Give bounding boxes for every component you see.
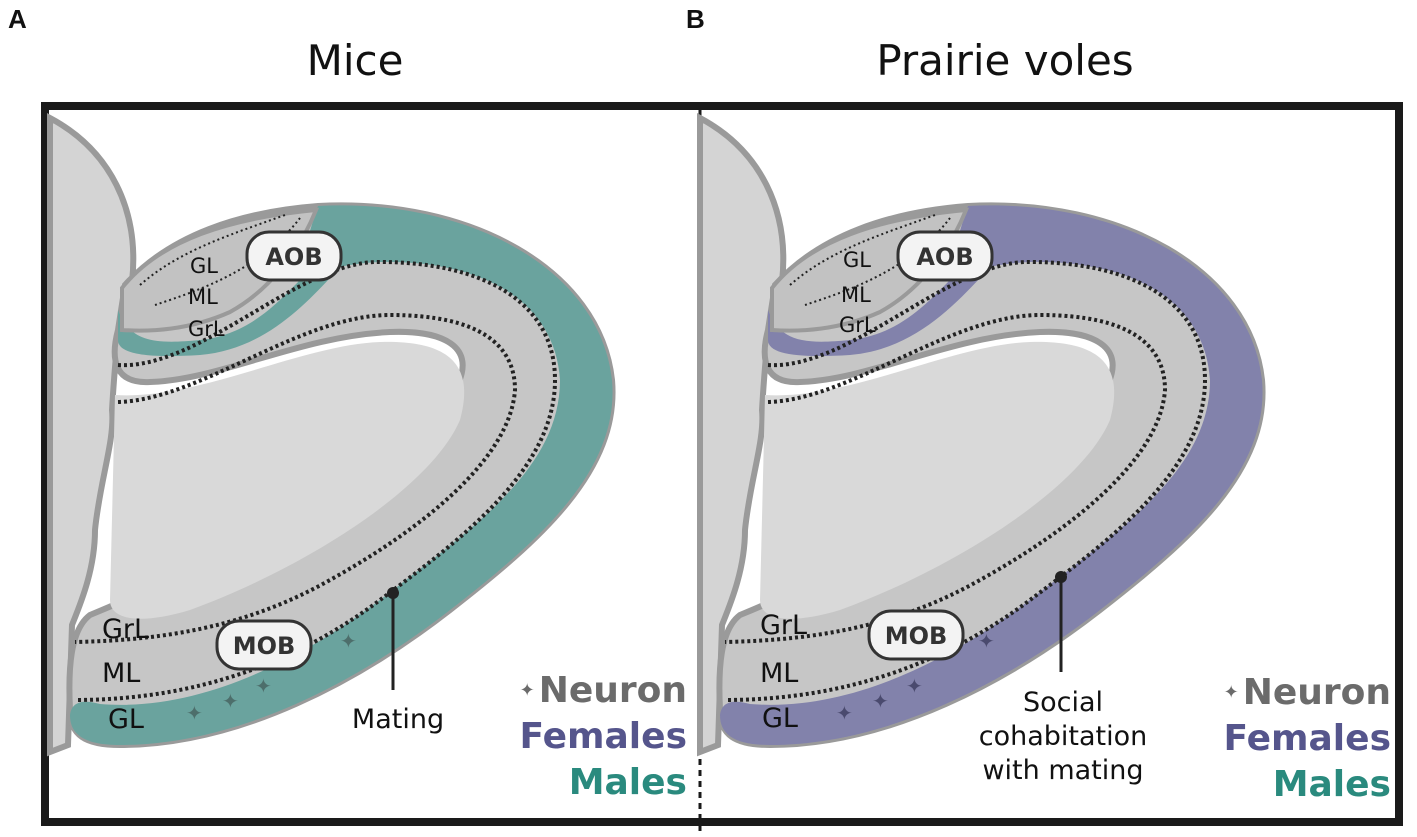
neuron-icon: ✦ — [978, 631, 995, 653]
outer-frame — [41, 102, 1403, 826]
callout-line: with mating — [982, 755, 1144, 786]
panel-a-bulb: ✦ ✦ ✦ ✦ GL ML GrL GrL ML GL AOB MOB — [47, 112, 616, 757]
panel-title-a: Mice — [306, 36, 404, 85]
panel-letter-b: B — [686, 4, 705, 34]
neuron-icon: ✦ — [255, 676, 272, 698]
mob-layer-ml: ML — [760, 658, 798, 689]
neuron-icon: ✦ — [340, 631, 357, 653]
legend-neuron: ✦Neuron — [519, 668, 687, 714]
aob-label: AOB — [916, 243, 973, 271]
legend-neuron: ✦Neuron — [1223, 670, 1391, 716]
legend-a: ✦Neuron Females Males — [519, 668, 687, 806]
neuron-icon: ✦ — [906, 676, 923, 698]
legend-males: Males — [568, 762, 687, 803]
callout-line: Social — [1022, 687, 1104, 718]
legend-neuron-label: Neuron — [538, 670, 687, 711]
legend-b: ✦Neuron Females Males — [1223, 670, 1391, 808]
aob-layer-gl: GL — [843, 248, 871, 272]
mob-layer-gl: GL — [108, 704, 144, 735]
mob-layer-gl: GL — [762, 703, 798, 734]
neuron-icon: ✦ — [222, 691, 239, 713]
callout-line: cohabitation — [978, 721, 1148, 752]
callout-social-cohabitation: Social cohabitation with mating — [958, 686, 1168, 788]
aob-layer-grl: GrL — [188, 317, 225, 341]
mob-label: MOB — [885, 622, 948, 650]
four-point-star-icon: ✦ — [1223, 682, 1239, 703]
aob-layer-ml: ML — [841, 283, 871, 307]
panel-b-bulb: ✦ ✦ ✦ ✦ GL ML GrL GrL ML GL AOB MOB — [697, 112, 1266, 757]
aob-layer-grl: GrL — [839, 313, 876, 337]
legend-females: Females — [1223, 718, 1391, 759]
panel-letter-a: A — [8, 4, 27, 34]
mob-pill — [867, 609, 965, 661]
aob-pill — [896, 230, 994, 282]
aob-label: AOB — [265, 243, 322, 271]
mob-pill — [215, 619, 313, 671]
mob-layer-grl: GrL — [760, 610, 807, 641]
legend-neuron-label: Neuron — [1242, 672, 1391, 713]
panel-title-b: Prairie voles — [876, 36, 1134, 85]
aob-layer-ml: ML — [188, 285, 218, 309]
legend-males: Males — [1272, 764, 1391, 805]
legend-females: Females — [519, 716, 687, 757]
callout-mating: Mating — [318, 703, 478, 737]
four-point-star-icon: ✦ — [519, 680, 535, 701]
mob-label: MOB — [233, 632, 296, 660]
aob-pill — [245, 230, 343, 282]
mob-layer-grl: GrL — [102, 614, 149, 645]
neuron-icon: ✦ — [836, 703, 853, 725]
neuron-icon: ✦ — [872, 691, 889, 713]
mob-layer-ml: ML — [102, 658, 140, 689]
neuron-icon: ✦ — [186, 703, 203, 725]
callout-line: Mating — [351, 704, 445, 735]
aob-layer-gl: GL — [190, 254, 218, 278]
